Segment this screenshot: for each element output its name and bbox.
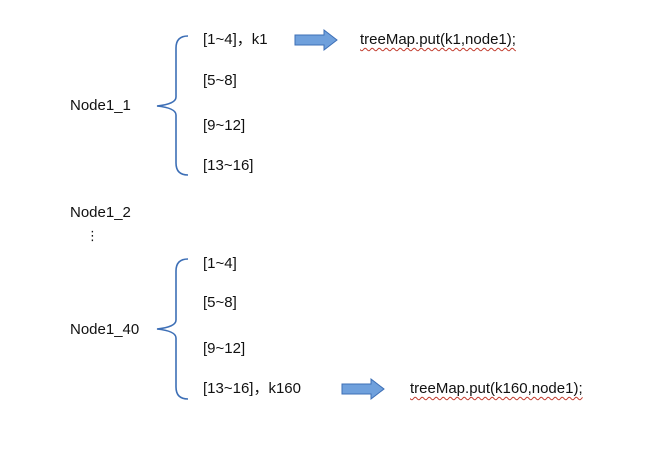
range-label-1-2: [5~8] (203, 72, 237, 89)
range-label-2-4: [13~16]，k160 (203, 380, 301, 397)
range-label-1-4: [13~16] (203, 157, 254, 174)
range-label-2-3: [9~12] (203, 340, 246, 357)
ellipsis-icon: ⋮ (86, 228, 99, 243)
arrow-icon-2 (341, 377, 385, 401)
range-label-2-1: [1~4] (203, 255, 237, 272)
code-label-2: treeMap.put(k160,node1); (410, 380, 583, 397)
range-label-2-2: [5~8] (203, 294, 237, 311)
arrow-icon-1 (294, 28, 338, 52)
range-label-1-3: [9~12] (203, 117, 246, 134)
brace-icon-1 (156, 35, 189, 176)
brace-icon-2 (156, 258, 189, 400)
node-label-3: Node1_40 (70, 321, 140, 338)
node-label-1: Node1_1 (70, 97, 131, 114)
code-label-1: treeMap.put(k1,node1); (360, 31, 516, 48)
range-label-1-1: [1~4]，k1 (203, 31, 268, 48)
node-label-2: Node1_2 (70, 204, 131, 221)
